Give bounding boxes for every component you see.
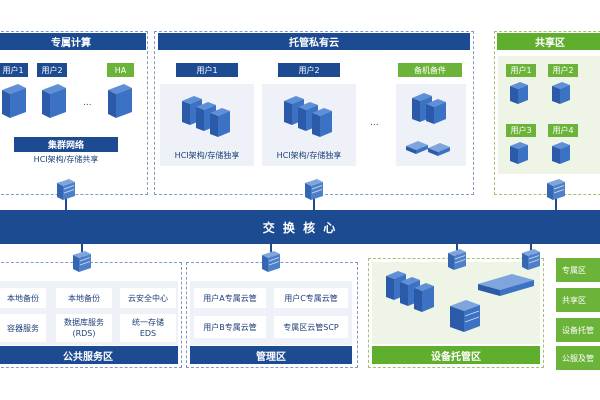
mgmt-switch-icon <box>262 251 280 272</box>
hpc-user2-tag: 用户2 <box>278 63 340 77</box>
sz-user4-tag: 用户4 <box>548 124 578 137</box>
dc-caption: HCI架构/存储共享 <box>33 155 99 164</box>
core-switch-label: 交 换 核 心 <box>262 220 338 235</box>
dh-network-device-icon <box>478 274 534 296</box>
hpc-switch-icon <box>305 179 323 200</box>
sz-user1-label: 用户1 <box>510 66 532 75</box>
dedicated-compute-header: 专属计算 <box>0 33 146 50</box>
shared-zone-title: 共享区 <box>535 38 565 49</box>
dh-storage-icon <box>450 300 480 332</box>
shared-zone-header: 共享区 <box>497 33 600 50</box>
ps-database-service: 数据库服务 (RDS) <box>56 314 112 342</box>
sz-user1-tag: 用户1 <box>506 64 536 77</box>
dc-ha-label: HA <box>114 65 127 75</box>
sz-user2-label: 用户2 <box>552 66 574 75</box>
right-btn-shared-zone-label: 共享区 <box>562 295 586 305</box>
dc-cluster-network-bar: 集群网络 <box>14 137 118 152</box>
right-btn-dedicated-zone-label: 专属区 <box>562 265 586 275</box>
hpc-server-cluster-icon-1 <box>182 96 230 137</box>
dh-switch-icon-2 <box>522 249 540 270</box>
dh-switch-icon-1 <box>448 249 466 270</box>
device-hosting-title: 设备托管区 <box>431 351 481 363</box>
management-footer: 管理区 <box>190 346 352 364</box>
dc-ellipsis: ... <box>83 98 92 108</box>
dc-switch-icon <box>57 179 75 200</box>
core-switch-bar: 交 换 核 心 <box>0 210 600 244</box>
hpc-ellipsis: ... <box>370 118 379 128</box>
hpc-server-cluster-icon-2 <box>284 96 332 137</box>
hpc-user1-tag: 用户1 <box>176 63 238 77</box>
management-title: 管理区 <box>256 351 286 363</box>
hpc-caption-1: HCI架构/存储独享 <box>174 151 240 160</box>
dc-cluster-network-label: 集群网络 <box>47 141 84 151</box>
ps-cloud-security-center: 云安全中心 <box>120 288 176 308</box>
hpc-user2-label: 用户2 <box>298 65 320 75</box>
sz-vm-icon-1 <box>510 82 528 104</box>
mgmt-user-c-cloud: 用户C专属云管 <box>274 288 348 308</box>
hpc-title: 托管私有云 <box>289 38 339 49</box>
dc-server-icon-1 <box>2 84 26 118</box>
sz-user3-tag: 用户3 <box>506 124 536 137</box>
ps-container-service: 容器服务 <box>0 314 46 342</box>
hpc-header: 托管私有云 <box>158 33 470 50</box>
dedicated-compute-title: 专属计算 <box>51 38 91 49</box>
sz-vm-icon-4 <box>552 142 570 164</box>
sz-switch-icon <box>547 179 565 200</box>
right-btn-public-mgmt-label: 公服及管 <box>562 353 594 363</box>
dc-ha-tag: HA <box>107 63 134 77</box>
hpc-backup-tag: 备机备件 <box>398 63 462 77</box>
right-btn-device-hosting[interactable]: 设备托管 <box>556 318 600 342</box>
hpc-backup-label: 备机备件 <box>414 65 446 75</box>
hpc-user1-label: 用户1 <box>196 65 218 75</box>
mgmt-scp: 专属区云管SCP <box>274 316 348 338</box>
right-btn-shared-zone[interactable]: 共享区 <box>556 288 600 312</box>
ps-unified-storage: 统一存储 EDS <box>120 314 176 342</box>
sz-user2-tag: 用户2 <box>548 64 578 77</box>
dh-server-cluster-icon <box>386 271 434 312</box>
dc-server-icon-2 <box>42 84 66 118</box>
hpc-uplink <box>313 195 315 210</box>
sz-uplink <box>555 195 557 210</box>
sz-vm-icon-3 <box>510 142 528 164</box>
hpc-caption-2: HCI架构/存储独享 <box>276 151 342 160</box>
dc-uplink <box>65 195 67 210</box>
right-btn-dedicated-zone[interactable]: 专属区 <box>556 258 600 282</box>
device-hosting-footer: 设备托管区 <box>372 346 540 364</box>
mgmt-user-b-cloud: 用户B专属云管 <box>194 316 266 338</box>
dc-user2-tag: 用户2 <box>37 63 67 77</box>
dc-server-icon-ha <box>108 84 132 118</box>
sz-user3-label: 用户3 <box>510 126 532 135</box>
dc-user1-tag: 用户1 <box>0 63 28 77</box>
sz-vm-icon-2 <box>552 82 570 104</box>
ps-local-backup-2: 本地备份 <box>56 288 112 308</box>
public-service-title: 公共服务区 <box>63 351 113 363</box>
right-btn-device-hosting-label: 设备托管 <box>562 325 594 335</box>
sz-user4-label: 用户4 <box>552 126 574 135</box>
public-service-footer: 公共服务区 <box>0 346 178 364</box>
hpc-disk-parts-icon <box>406 141 450 156</box>
dc-user2-label: 用户2 <box>41 65 63 75</box>
hpc-backup-server-icon <box>412 93 446 124</box>
dc-user1-label: 用户1 <box>2 65 24 75</box>
mgmt-user-a-cloud: 用户A专属云管 <box>194 288 266 308</box>
ps-switch-icon <box>73 251 91 272</box>
ps-local-backup-1: 本地备份 <box>0 288 46 308</box>
right-btn-public-mgmt[interactable]: 公服及管 <box>556 346 600 370</box>
